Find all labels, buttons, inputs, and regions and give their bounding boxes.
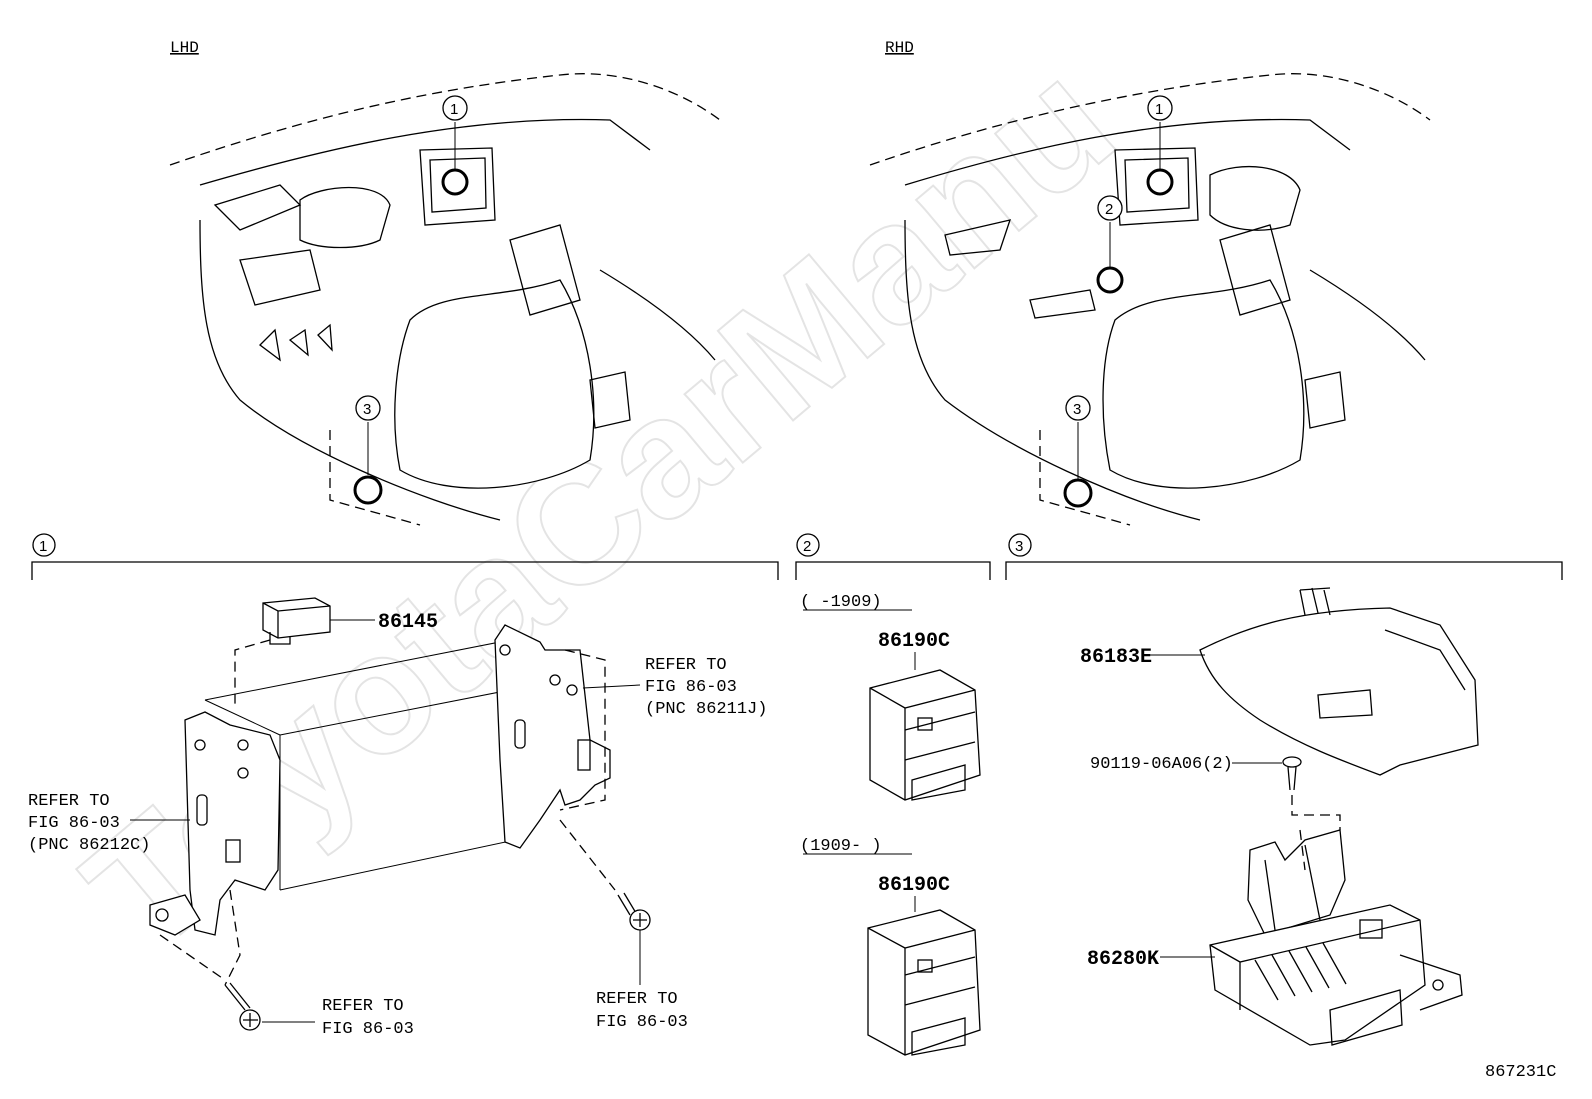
refer-bolt-left-line2: FIG 86-03 — [322, 1020, 414, 1039]
relay-86145: 86145 — [234, 597, 438, 705]
rhd-callout-3-number: 3 — [1073, 401, 1081, 418]
screw-90119-06a06: 90119-06A06(2) — [1090, 755, 1341, 830]
bolt-right: REFER TO FIG 86-03 — [559, 819, 688, 1032]
lhd-callout-1-number: 1 — [450, 101, 458, 118]
switch-86190c-lower — [867, 909, 981, 1056]
refer-left-line3: (PNC 86212C) — [28, 836, 150, 855]
rhd-callout-3-marker — [1063, 478, 1093, 508]
bolt-left: REFER TO FIG 86-03 — [224, 982, 414, 1039]
section-2-switches: ( -1909) 86190C (1909- ) 86190C — [800, 593, 981, 1056]
refer-right-line1: REFER TO — [645, 656, 727, 675]
lhd-callout-3-number: 3 — [363, 401, 371, 418]
section-1-header: 1 — [31, 533, 779, 580]
refer-left-line1: REFER TO — [28, 792, 110, 811]
refer-bolt-right-line1: REFER TO — [596, 990, 678, 1009]
section-1-number: 1 — [39, 538, 47, 555]
refer-right-line3: (PNC 86211J) — [645, 700, 767, 719]
part-number-86190c-upper: 86190C — [878, 630, 950, 653]
part-number-86183e: 86183E — [1080, 646, 1152, 669]
lhd-label: LHD — [170, 39, 199, 57]
section-3-header: 3 — [1005, 533, 1563, 580]
part-number-90119-06a06: 90119-06A06(2) — [1090, 755, 1233, 774]
cover-86183e: 86183E — [1080, 587, 1479, 776]
section-2-number: 2 — [803, 538, 811, 555]
range-upper: ( -1909) — [800, 593, 882, 612]
part-number-86145: 86145 — [378, 611, 438, 634]
rhd-callout-2-marker — [1096, 266, 1124, 294]
switch-86190c-upper — [869, 669, 981, 801]
lhd-dashboard-view: LHD 1 3 — [169, 39, 721, 526]
section-1-bracket-assembly: 86145 REFER TO FIG 86-03 (PNC 86211J) — [28, 597, 767, 1039]
refer-right-line2: FIG 86-03 — [645, 678, 737, 697]
rhd-callout-2-number: 2 — [1105, 201, 1113, 218]
figure-id: 867231C — [1485, 1063, 1556, 1082]
lhd-callout-1-marker — [441, 168, 469, 196]
lhd-callout-3-marker — [353, 475, 383, 505]
rhd-callout-1-marker — [1146, 168, 1174, 196]
section-2-header: 2 — [795, 533, 991, 580]
refer-left-line2: FIG 86-03 — [28, 814, 120, 833]
section-3-module-assembly: 86183E 90119-06A06(2) 86280K — [1080, 587, 1479, 1046]
range-lower: (1909- ) — [800, 837, 882, 856]
refer-bolt-left-line1: REFER TO — [322, 997, 404, 1016]
section-3-number: 3 — [1015, 538, 1023, 555]
module-86280k: 86280K — [1087, 829, 1463, 1046]
rhd-callout-1-number: 1 — [1155, 101, 1163, 118]
refer-bolt-right-line2: FIG 86-03 — [596, 1013, 688, 1032]
rhd-dashboard-view: RHD 1 2 3 — [869, 39, 1431, 526]
part-number-86280k: 86280K — [1087, 948, 1159, 971]
rhd-label: RHD — [885, 39, 914, 57]
part-number-86190c-lower: 86190C — [878, 874, 950, 897]
